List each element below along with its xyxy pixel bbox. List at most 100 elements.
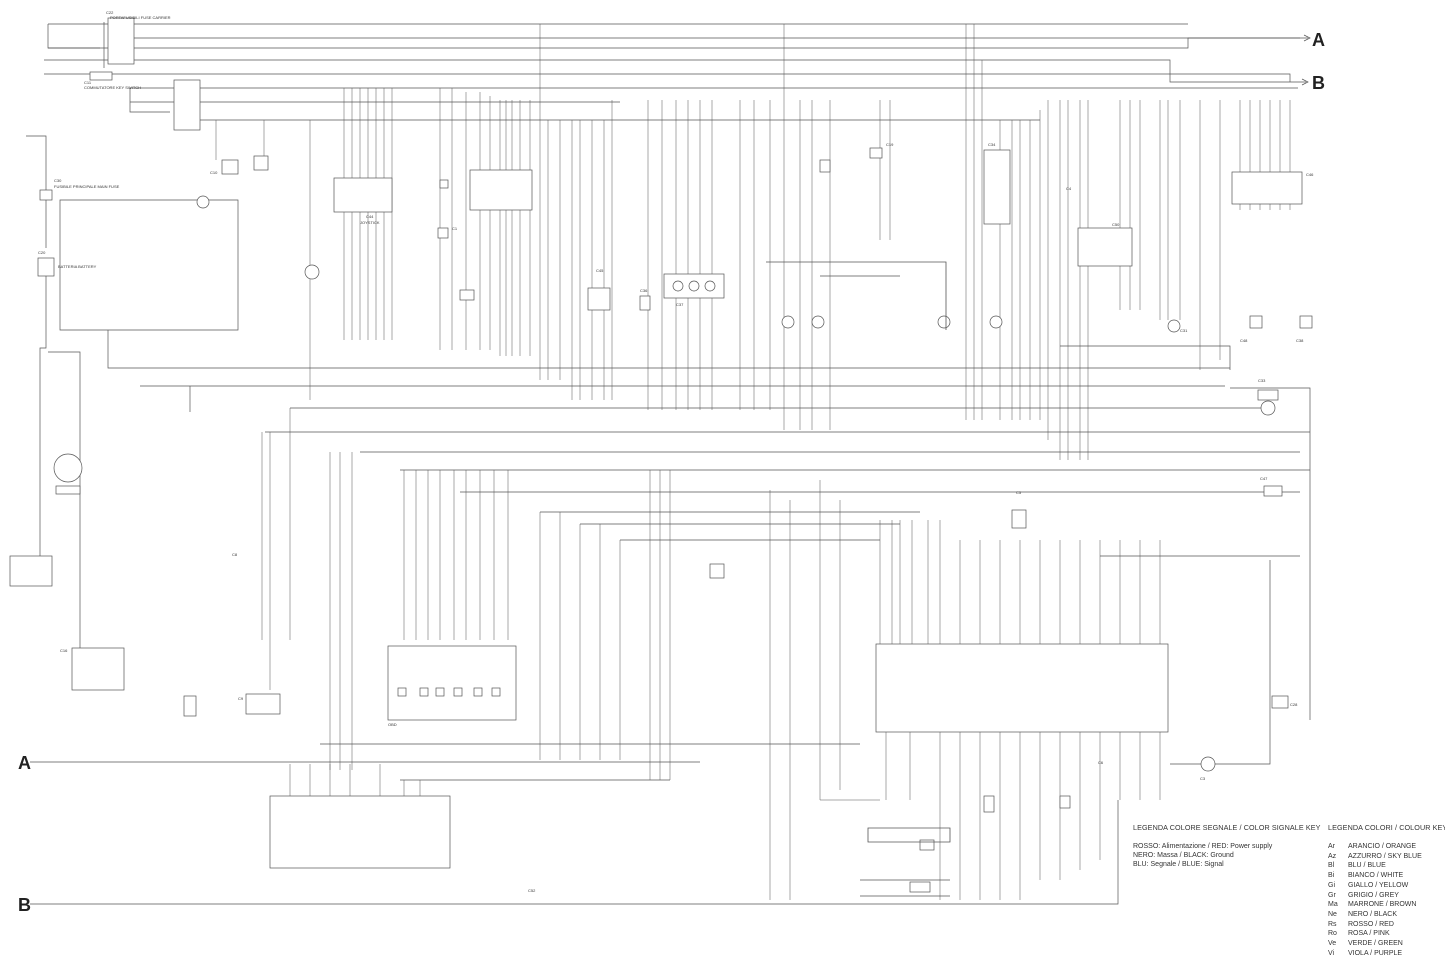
colour-code: Rs [1328, 920, 1337, 928]
ecu-connector [469, 169, 533, 211]
lamp-icon [989, 315, 1003, 329]
component-label: C33 [1258, 378, 1266, 383]
component-label: PORTAFUSIBILI FUSE CARRIER [110, 15, 171, 20]
component-label: C46 [1306, 172, 1314, 177]
component-label: BATTERIA BATTERY [58, 264, 97, 269]
signal-color-key: LEGENDA COLORE SEGNALE / COLOR SIGNALE K… [1133, 823, 1321, 869]
colour-name: VERDE / GREEN [1348, 940, 1403, 948]
component-label: C22 [106, 10, 114, 15]
component-shapes [9, 17, 1313, 893]
colour-key-row: Ro ROSA / PINK [1328, 929, 1445, 939]
component-label: C52 [528, 888, 536, 893]
colour-key-row: Ma MARRONE / BROWN [1328, 900, 1445, 910]
colour-code: Ve [1328, 940, 1337, 948]
fuse-carrier-c22-top [107, 17, 135, 65]
component-label: FUSIBILE PRINCIPALE MAIN FUSE [54, 184, 120, 189]
lamp-icon [811, 315, 825, 329]
colour-name: GRIGIO / GREY [1348, 891, 1399, 899]
fuse-carrier-c22 [173, 79, 201, 131]
colour-code: Ar [1328, 843, 1335, 850]
colour-name: ARANCIO / ORANGE [1348, 843, 1417, 850]
bottom-connector [269, 795, 451, 869]
component-label: C8 [232, 552, 238, 557]
main-bus-wires [26, 22, 1311, 905]
colour-key-row: Ve VERDE / GREEN [1328, 939, 1445, 949]
colour-key: LEGENDA COLORI / COLOUR KEY Ar ARANCIO / … [1328, 823, 1445, 958]
component-label: C37 [676, 302, 684, 307]
signal-key-line: ROSSO: Alimentazione / RED: Power supply [1133, 843, 1273, 850]
colour-key-title: LEGENDA COLORI / COLOUR KEY [1328, 823, 1445, 832]
terminal-a-left: A [18, 753, 31, 773]
obd-label: OBD [388, 722, 397, 727]
component-c50 [1077, 227, 1133, 267]
colour-key-row: Bi BIANCO / WHITE [1328, 871, 1445, 881]
relay-c10 [221, 159, 239, 175]
signal-key-line: NERO: Massa / BLACK: Ground [1133, 852, 1234, 859]
component-label: C16 [60, 648, 68, 653]
colour-code: Gi [1328, 881, 1335, 889]
colour-key-row: Az AZZURRO / SKY BLUE [1328, 852, 1445, 862]
colour-code: Ma [1328, 901, 1338, 909]
colour-name: MARRONE / BROWN [1348, 901, 1417, 909]
joystick-c44 [333, 177, 393, 213]
terminal-b-right: B [1312, 73, 1325, 93]
horn-icon [53, 453, 83, 483]
component-label: C1 [452, 226, 458, 231]
component-label: C9 [238, 696, 244, 701]
lamp-icon [781, 315, 795, 329]
colour-code: Ro [1328, 930, 1337, 938]
component-label: C20 [38, 250, 46, 255]
obd-box [387, 645, 517, 721]
component-label: COMMUTATORE KEY SWITCH [84, 85, 141, 90]
colour-code: Bi [1328, 872, 1335, 880]
signal-key-title: LEGENDA COLORE SEGNALE / COLOR SIGNALE K… [1133, 823, 1321, 832]
lamp-icon [1167, 319, 1181, 333]
signal-key-line: BLU: Segnale / BLUE: Signal [1133, 861, 1224, 868]
colour-code: Bl [1328, 862, 1335, 870]
key-switch-c11 [89, 71, 113, 81]
component-label: JOYSTICK [360, 220, 380, 225]
component-label: C30 [54, 178, 62, 183]
colour-name: ROSA / PINK [1348, 930, 1390, 938]
terminal-a-right: A [1312, 30, 1325, 50]
colour-name: AZZURRO / SKY BLUE [1348, 852, 1422, 860]
motor-icon [304, 264, 320, 280]
left-connector-c [9, 555, 53, 587]
component-label: C45 [596, 268, 604, 273]
component-label: C5 [1016, 490, 1022, 495]
colour-name: BLU / BLUE [1348, 862, 1386, 870]
battery-c20 [37, 257, 55, 277]
colour-key-row: Gr GRIGIO / GREY [1328, 891, 1445, 901]
component-label: C19 [886, 142, 894, 147]
component-label: C31 [1180, 328, 1188, 333]
colour-name: BIANCO / WHITE [1348, 872, 1404, 880]
component-label: C36 [640, 288, 648, 293]
immobilizer-box [71, 647, 125, 691]
component-label: C47 [1260, 476, 1268, 481]
component-label: C48 [1240, 338, 1248, 343]
vertical-wires [215, 24, 1291, 900]
colour-key-row: Ar ARANCIO / ORANGE [1328, 842, 1445, 852]
component-label: C3 [1200, 776, 1206, 781]
connector-block-right [1231, 171, 1303, 205]
colour-key-row: Bl BLU / BLUE [1328, 861, 1445, 871]
component-label: C4 [1066, 186, 1072, 191]
pump-icon [1260, 400, 1276, 416]
colour-code: Gr [1328, 891, 1336, 899]
colour-code: Vi [1328, 949, 1335, 957]
component-captions: C22 PORTAFUSIBILI FUSE CARRIER C11 COMMU… [38, 10, 1314, 893]
component-label: C50 [1112, 222, 1120, 227]
lamp-icon [937, 315, 951, 329]
component-label: C11 [84, 80, 92, 85]
colour-name: NERO / BLACK [1348, 910, 1398, 918]
component-label: C10 [210, 170, 218, 175]
component-label: C44 [366, 214, 374, 219]
component-label: C6 [1098, 760, 1104, 765]
ecu-main [875, 643, 1169, 733]
colour-code: Az [1328, 852, 1337, 860]
terminal-b-left: B [18, 895, 31, 915]
component-label: C34 [988, 142, 996, 147]
component-label: C38 [1296, 338, 1304, 343]
